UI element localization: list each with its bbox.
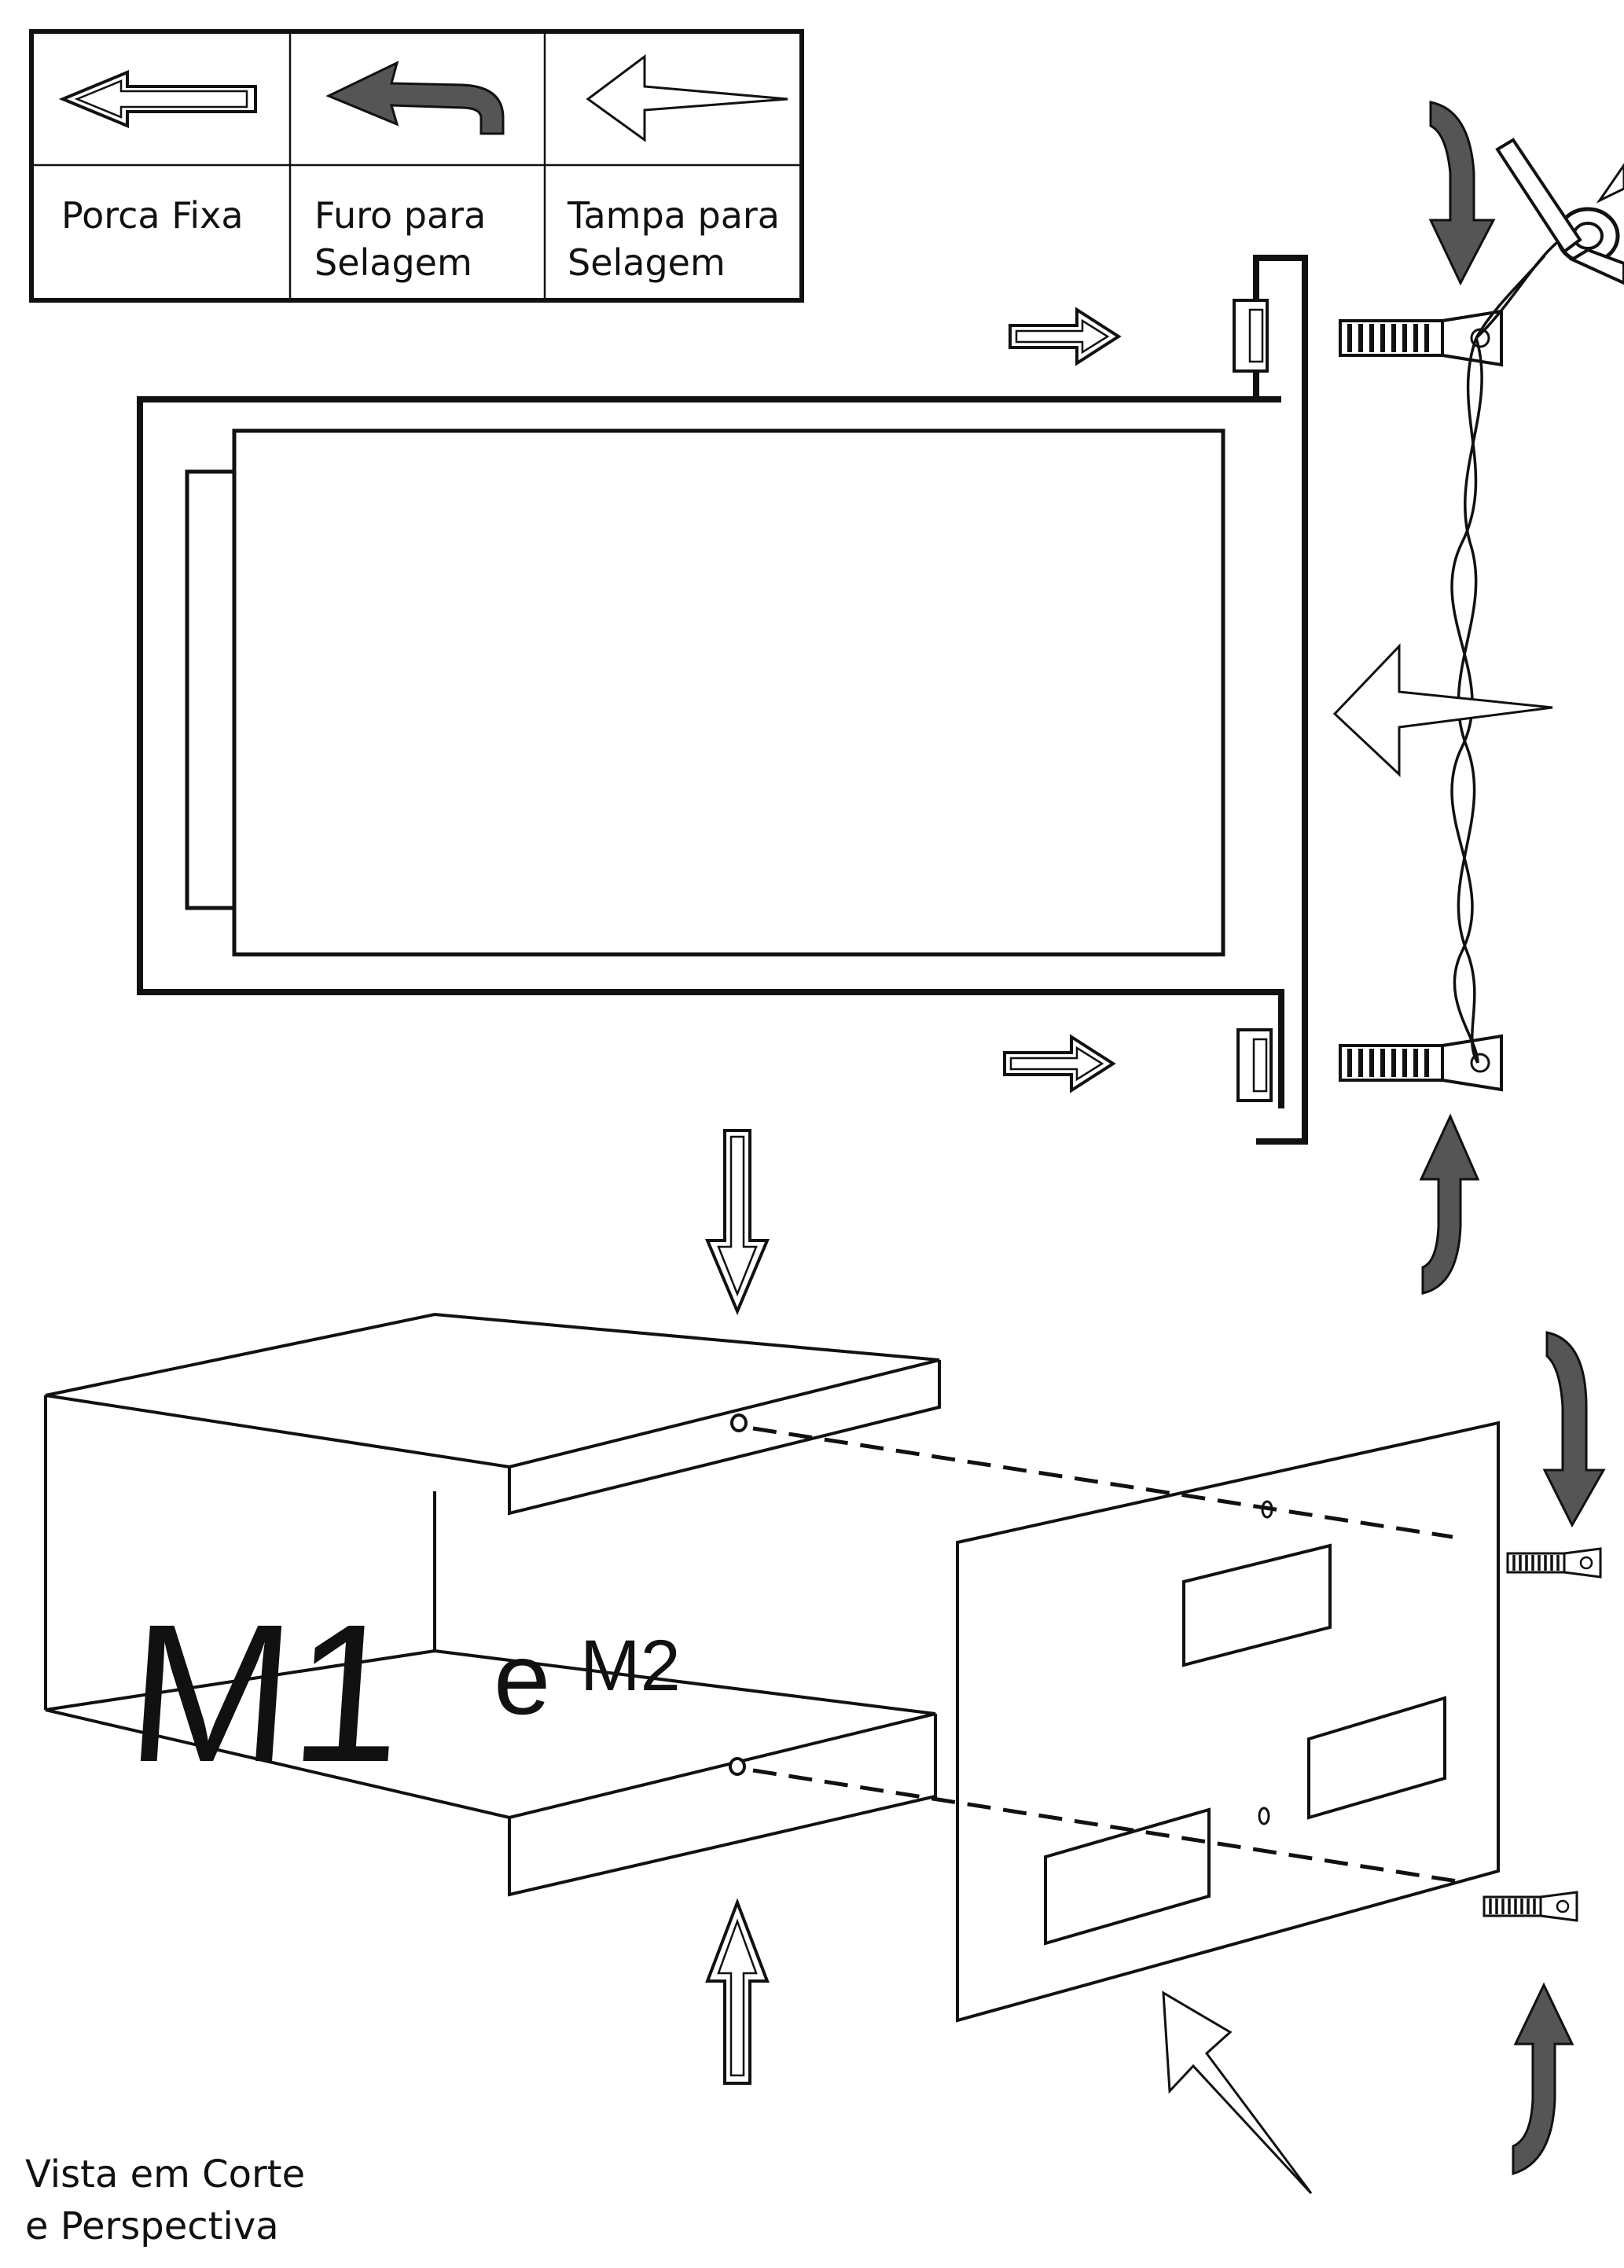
thin-left-arrow-icon [586, 54, 788, 142]
display-window-left [1044, 1807, 1211, 1946]
curved-left-arrow-icon [325, 61, 505, 135]
screw-small-top [1506, 1547, 1602, 1579]
tampa-arrow [1332, 643, 1553, 777]
front-panel [956, 1421, 1500, 2023]
model-label-m1: M1 [122, 1583, 410, 1803]
view-caption: Vista em Corte e Perspectiva [25, 2152, 305, 2248]
perspective-view: M1 e M2 [44, 1129, 1606, 2195]
caption-line2: e Perspectiva [25, 2204, 279, 2248]
nut-top [1233, 299, 1269, 373]
tampa-arrow-perspective [1162, 1990, 1313, 2195]
cross-section-view [137, 101, 1624, 1295]
caption-line1: Vista em Corte [25, 2152, 305, 2196]
hollow-left-arrow-icon [58, 70, 257, 128]
model-label-m2: M2 [580, 1626, 681, 1706]
furo-arrow-up-right [1512, 1982, 1574, 2176]
legend-label-furo-line2: Selagem [314, 241, 472, 284]
lead-seal-icon [1495, 138, 1624, 285]
legend-label-tampa-line1: Tampa para [567, 194, 780, 237]
legend-label-porca-fixa: Porca Fixa [61, 194, 244, 237]
insert-arrow-down [706, 1129, 769, 1313]
model-label-e: e [494, 1621, 550, 1736]
nut-bottom [1236, 1028, 1273, 1102]
porca-arrow-top [1009, 308, 1120, 365]
legend-label-tampa-line2: Selagem [568, 241, 726, 284]
furo-arrow-down-top [1428, 101, 1496, 286]
display-window-right [1307, 1696, 1446, 1820]
legend-label-furo-line1: Furo para [314, 194, 486, 237]
porca-arrow-bottom [1003, 1035, 1115, 1092]
insert-arrow-up [705, 1898, 770, 2085]
furo-arrow-down-right [1542, 1331, 1606, 1528]
legend-table: Porca Fixa Furo para Selagem Tampa para … [29, 29, 804, 303]
furo-arrow-up-bottom [1419, 1113, 1480, 1295]
screw-small-bottom [1483, 1891, 1578, 1922]
display-window-top [1182, 1543, 1332, 1667]
